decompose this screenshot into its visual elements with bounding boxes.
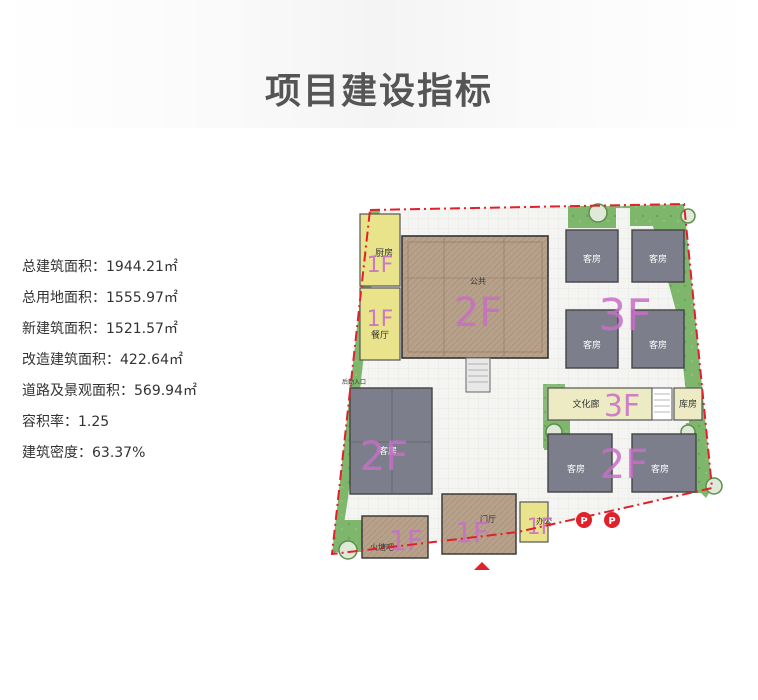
page-title: 项目建设指标 bbox=[264, 71, 493, 112]
parking-label-1: P bbox=[580, 516, 587, 527]
parking-markers: P P bbox=[576, 512, 620, 528]
west-guest-rooms: 客房 2F bbox=[349, 387, 433, 495]
room-label-guest-5: 客房 bbox=[567, 463, 585, 475]
floor-label-west-guest: 2F bbox=[360, 434, 408, 480]
kitchen-block: 厨房 1F bbox=[359, 213, 401, 287]
restaurant-block: 1F 餐厅 bbox=[359, 287, 401, 361]
stat-plot-ratio: 容积率：1.25 bbox=[22, 414, 110, 430]
floor-label-east-guest: 2F bbox=[600, 442, 648, 488]
room-label-guest-left: 客房 bbox=[379, 445, 397, 457]
main-building: 公共 2F bbox=[401, 235, 549, 393]
parking-label-2: P bbox=[608, 516, 615, 527]
room-label-bbq: 火塘吧 bbox=[370, 542, 394, 552]
room-label-culture: 文化廊 bbox=[572, 398, 599, 410]
floor-label-culture: 3F bbox=[604, 389, 640, 424]
title-band bbox=[0, 0, 758, 128]
floor-label-main: 2F bbox=[454, 290, 502, 336]
bbq-bar: 火塘吧 1F bbox=[361, 515, 429, 559]
stat-building-density: 建筑密度：63.37% bbox=[22, 445, 146, 461]
stat-total-floor-area: 总建筑面积：1944.21㎡ bbox=[22, 259, 178, 275]
stat-road-landscape-area: 道路及景观面积：569.94㎡ bbox=[22, 383, 197, 399]
north-guest-rooms: 客房 客房 客房 客房 3F bbox=[565, 229, 685, 369]
room-label-guest-6: 客房 bbox=[651, 463, 669, 475]
east-guest-rooms: 客房 客房 2F bbox=[547, 433, 697, 493]
room-label-guest-4: 客房 bbox=[649, 339, 667, 351]
room-label-storage: 库房 bbox=[679, 398, 697, 410]
stat-new-building-area: 新建筑面积：1521.57㎡ bbox=[22, 321, 178, 337]
room-label-office: 办公 bbox=[536, 516, 552, 526]
room-label-guest-3: 客房 bbox=[583, 339, 601, 351]
site-boundary bbox=[330, 202, 714, 556]
storage-room: 库房 bbox=[673, 387, 703, 421]
entrance-hall: 门厅 1F bbox=[441, 493, 517, 555]
floor-label-kitchen: 1F bbox=[367, 253, 394, 278]
room-label-hall: 门厅 bbox=[480, 514, 496, 524]
room-label-guest-2: 客房 bbox=[649, 253, 667, 265]
room-label-kitchen: 厨房 bbox=[375, 247, 393, 259]
site-plan: 厨房 1F 1F 餐厅 公共 2F 客房 客房 客房 客房 3F 文化廊 3F bbox=[330, 202, 723, 570]
office-block: 办公 1F bbox=[519, 501, 553, 543]
room-label-restaurant: 餐厅 bbox=[371, 329, 389, 341]
floor-label-hall: 1F bbox=[455, 516, 489, 549]
floor-label-restaurant: 1F bbox=[367, 307, 394, 332]
room-label-public: 公共 bbox=[470, 277, 486, 286]
stat-total-land-area: 总用地面积：1555.97㎡ bbox=[22, 290, 178, 306]
parking-icon bbox=[604, 512, 620, 528]
room-label-guest-1: 客房 bbox=[583, 253, 601, 265]
floor-label-bbq: 1F bbox=[389, 524, 423, 557]
stats-list: 总建筑面积：1944.21㎡ 总用地面积：1555.97㎡ 新建筑面积：1521… bbox=[22, 252, 197, 469]
culture-gallery: 文化廊 3F bbox=[547, 387, 673, 424]
entrance-arrow-icon bbox=[474, 562, 490, 570]
floor-label-north-guest: 3F bbox=[598, 290, 651, 341]
service-entrance-label: 后勤入口 bbox=[342, 378, 366, 386]
stat-renovated-area: 改造建筑面积：422.64㎡ bbox=[22, 352, 183, 368]
